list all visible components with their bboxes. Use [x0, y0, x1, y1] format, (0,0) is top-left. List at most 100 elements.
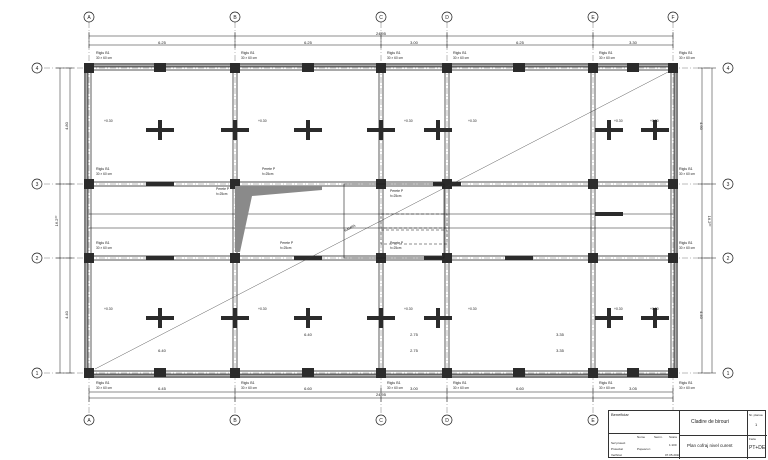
- title-block: Beneficiar Cladire de birouri Plan cofra…: [608, 410, 767, 459]
- beam-section: 30 × 60 cm: [679, 172, 695, 176]
- column-B3: [230, 179, 240, 189]
- beam-section: 30 × 60 cm: [96, 172, 112, 176]
- wall-segment: [306, 120, 310, 140]
- column-A4: [84, 63, 94, 73]
- level-mark: +0.30: [468, 119, 477, 123]
- column-F2: [668, 253, 678, 263]
- wall-segment: [158, 308, 162, 328]
- beam-section: 30 × 60 cm: [241, 386, 257, 390]
- grid-bubble-label: 2: [36, 256, 39, 262]
- inner-dim: 2.75: [410, 348, 419, 353]
- wall-segment: [379, 308, 383, 328]
- col-header-name: Nume: [637, 435, 646, 439]
- beam-label: Riglu B1: [96, 381, 110, 385]
- wall-stub: [627, 63, 639, 72]
- beam-section: 30 × 60 cm: [241, 56, 257, 60]
- wall-segment: [653, 308, 657, 328]
- span-dim-bottom: 6.60: [304, 386, 313, 391]
- grid-bubble-label: A: [87, 15, 91, 21]
- grid-bubble-A: [83, 414, 95, 426]
- beam-section: 30 × 60 cm: [679, 56, 695, 60]
- column-A1: [84, 368, 94, 378]
- column-A2: [84, 253, 94, 263]
- span-dim-top: 6.25: [304, 40, 313, 45]
- column-B2: [230, 253, 240, 263]
- grid-bubble-label: C: [379, 15, 383, 21]
- wall-segment: [306, 308, 310, 328]
- beam-label: Riglu B1: [96, 167, 110, 171]
- level-mark: +0.30: [614, 119, 623, 123]
- inner-dim: 6.40: [304, 332, 313, 337]
- wall-stub: [302, 368, 314, 377]
- wall-segment: [294, 256, 322, 260]
- wall-segment: [436, 308, 440, 328]
- wall-stub: [513, 368, 525, 377]
- span-dim-bottom: 6.60: [516, 386, 525, 391]
- sheet-title: Plan cofraj nivel curent: [687, 443, 733, 448]
- wall-segment: [653, 120, 657, 140]
- wall-thickness: h=25cm: [216, 192, 228, 196]
- column-E2: [588, 253, 598, 263]
- wall-stub: [627, 368, 639, 377]
- right-dim-upper: 4.60: [699, 122, 704, 131]
- beam-section: 30 × 60 cm: [453, 386, 469, 390]
- wall-segment: [146, 256, 174, 260]
- level-mark: +0.30: [468, 307, 477, 311]
- opening-outline: [380, 229, 448, 245]
- date-value: 07.05.2018: [665, 453, 681, 457]
- overall-dim-top: 24.95: [376, 31, 387, 36]
- grid-bubble-1: [31, 367, 43, 379]
- wall-segment: [607, 308, 611, 328]
- beam-section: 30 × 60 cm: [387, 56, 403, 60]
- beam-label: Riglu B1: [387, 381, 401, 385]
- grid-bubble-1: [722, 367, 734, 379]
- grid-bubble-4: [31, 62, 43, 74]
- level-mark: +0.30: [650, 307, 659, 311]
- beam-section: 30 × 60 cm: [96, 246, 112, 250]
- wall-stub: [154, 368, 166, 377]
- level-mark: +0.30: [104, 307, 113, 311]
- grid-bubble-label: B: [233, 15, 237, 21]
- wall-segment: [233, 120, 237, 140]
- wall-segment: [436, 120, 440, 140]
- wall-segment: [233, 308, 237, 328]
- beam-label: Riglu B1: [599, 51, 613, 55]
- faza-label: Faza: [749, 437, 756, 441]
- wall-stub: [154, 63, 166, 72]
- grid-bubble-E: [587, 414, 599, 426]
- grid-bubble-3: [31, 178, 43, 190]
- grid-bubble-label: C: [379, 418, 383, 424]
- grid-bubble-2: [722, 252, 734, 264]
- beam-label: Riglu B1: [453, 381, 467, 385]
- grid-bubbles: AABBCCDDEEFF44332211: [31, 11, 734, 426]
- left-dim-lower: 4.40: [64, 310, 69, 319]
- grid-bubble-label: 1: [36, 371, 39, 377]
- column-E4: [588, 63, 598, 73]
- wall-label: Perete P: [390, 241, 404, 245]
- beam-section: 30 × 60 cm: [679, 386, 695, 390]
- grid-bubble-C: [375, 11, 387, 23]
- wall-stub: [302, 63, 314, 72]
- designer-name: Popescu I.: [637, 447, 652, 451]
- grid-bubble-label: E: [591, 15, 595, 21]
- grid-bubble-2: [31, 252, 43, 264]
- faza-value: PT+DE: [749, 445, 766, 451]
- beam-section: 30 × 60 cm: [679, 246, 695, 250]
- column-A3: [84, 179, 94, 189]
- level-mark: +0.30: [404, 119, 413, 123]
- col-header-scale: Scara: [669, 435, 677, 439]
- beam-section: 30 × 60 cm: [599, 386, 615, 390]
- overall-dim-bottom: 24.95: [376, 392, 387, 397]
- beam-label: Riglu B1: [241, 381, 255, 385]
- col-header-sign: Semn.: [654, 435, 663, 439]
- span-dim-bottom: 3.05: [629, 386, 638, 391]
- scale-value: 1:100: [669, 443, 677, 447]
- grid-bubble-label: 3: [727, 182, 730, 188]
- grid-lines: [44, 22, 712, 414]
- role-2: Proiectat: [611, 447, 623, 451]
- grid-bubble-A: [83, 11, 95, 23]
- grid-bubble-label: 3: [36, 182, 39, 188]
- right-dim-total: 16.2³⁰: [707, 216, 712, 227]
- stair-hatch: [235, 186, 322, 252]
